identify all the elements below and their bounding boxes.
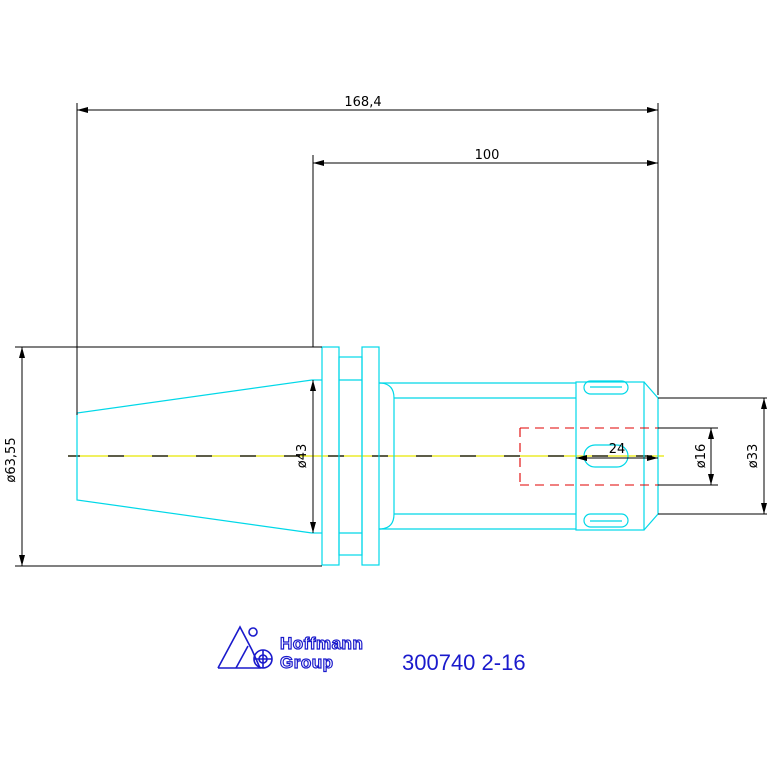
taper-outline	[76, 379, 313, 534]
brand-name-line1: Hoffmann	[280, 634, 363, 653]
bore-diameter-label: ø16	[694, 444, 709, 469]
shank-outline	[378, 382, 395, 530]
overall-length-label: 168,4	[344, 95, 381, 110]
nose-diameter-label: ø33	[746, 444, 761, 469]
flange-diameter-label: ø63,55	[4, 437, 19, 482]
dimension-lines	[15, 103, 767, 567]
clamping-nut	[575, 381, 645, 531]
hoffmann-logo: Hoffmann Group	[217, 625, 363, 673]
logo-emblem-icon	[217, 625, 273, 669]
nut-slot-top	[583, 380, 629, 395]
taper-diameter-label: ø43	[295, 444, 310, 469]
dimension-arrows	[19, 107, 767, 566]
brand-name-line2: Group	[280, 653, 334, 672]
hidden-bore	[519, 427, 658, 486]
nut-slot-bottom	[583, 513, 629, 528]
gauge-length-label: 100	[475, 148, 500, 163]
collet-length-label: 24	[609, 442, 626, 457]
tool-holder-outline	[76, 346, 659, 566]
part-number: 300740 2-16	[402, 650, 526, 675]
flange-rear	[361, 346, 380, 566]
